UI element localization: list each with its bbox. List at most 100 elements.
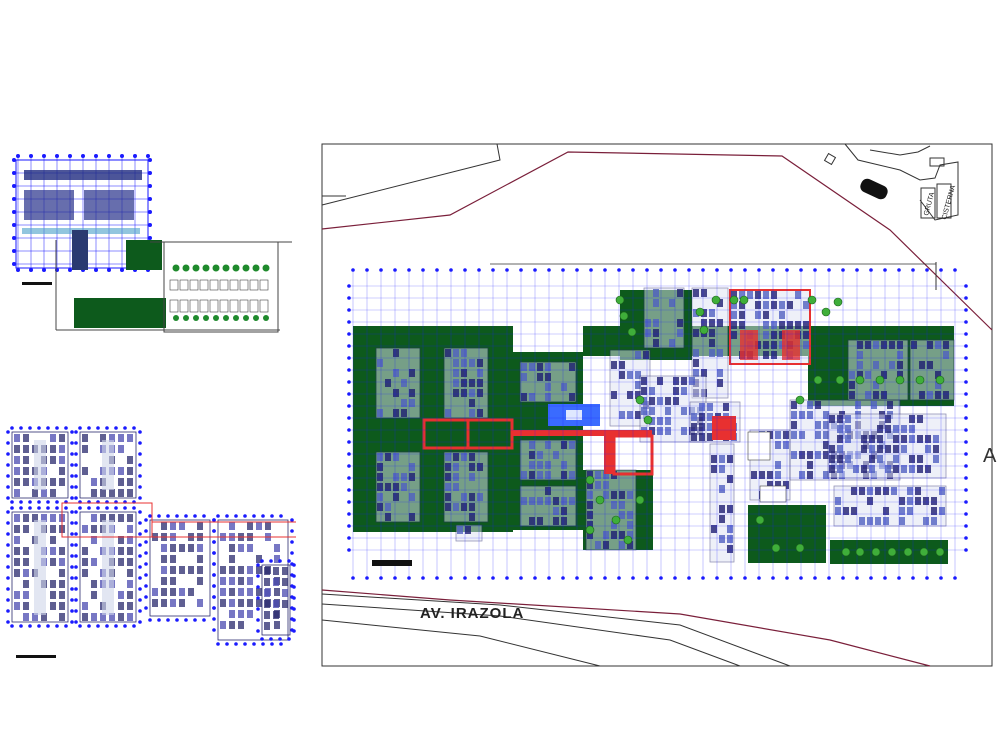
room-cell — [238, 577, 244, 585]
grid-bubble — [347, 344, 351, 348]
room-cell — [529, 517, 535, 525]
room-cell — [915, 497, 921, 505]
room-cell — [657, 377, 663, 385]
grid-bubble — [687, 268, 691, 272]
room-cell — [469, 409, 475, 417]
room-cell — [877, 425, 883, 433]
grid-bubble — [964, 308, 968, 312]
room-cell — [127, 456, 133, 464]
grid-bubble — [939, 268, 943, 272]
grid-bubble — [589, 268, 593, 272]
room-cell — [238, 588, 244, 596]
grid-bubble — [212, 584, 216, 588]
room-cell — [282, 567, 288, 575]
room-cell — [829, 465, 835, 473]
room-cell — [59, 467, 65, 475]
grid-bubble — [449, 268, 453, 272]
room-cell — [677, 329, 683, 337]
grid-bubble — [70, 521, 74, 525]
room-cell — [727, 545, 733, 553]
room-cell — [170, 599, 176, 607]
parking-stall — [239, 279, 249, 291]
room-cell — [265, 522, 271, 530]
room-cell — [401, 399, 407, 407]
room-cell — [787, 301, 793, 309]
small-structure — [929, 157, 945, 167]
room-cell — [14, 456, 20, 464]
room-cell — [247, 599, 253, 607]
grid-bubble — [799, 268, 803, 272]
room-cell — [845, 415, 851, 423]
grid-bubble — [351, 576, 355, 580]
room-cell — [779, 301, 785, 309]
room-cell — [861, 465, 867, 473]
grid-bubble — [146, 154, 150, 158]
room-cell — [933, 455, 939, 463]
room-cell — [238, 544, 244, 552]
room-cell — [627, 371, 633, 379]
room-cell — [264, 600, 270, 608]
room-cell — [41, 489, 47, 497]
room-cell — [561, 383, 567, 391]
room-cell — [807, 471, 813, 479]
room-cell — [118, 602, 124, 610]
grid-bubble — [144, 606, 148, 610]
room-cell — [701, 369, 707, 377]
room-cell — [635, 381, 641, 389]
grid-bubble — [193, 514, 197, 518]
room-cell — [50, 591, 56, 599]
room-cell — [461, 359, 467, 367]
room-cell — [837, 455, 843, 463]
room-cell — [118, 613, 124, 621]
grid-bubble — [252, 514, 256, 518]
room-cell — [50, 547, 56, 555]
room-cell — [731, 301, 737, 309]
tree — [585, 475, 595, 485]
room-cell — [823, 451, 829, 459]
room-cell — [907, 487, 913, 495]
corridor — [34, 440, 46, 490]
room-cell — [100, 613, 106, 621]
room-cell — [653, 329, 659, 337]
building-block — [24, 190, 74, 220]
grid-bubble — [55, 500, 59, 504]
grid-bubble — [105, 426, 109, 430]
grid-bubble — [290, 529, 294, 533]
grid-bubble — [74, 496, 78, 500]
room-cell — [727, 505, 733, 513]
grid-bubble — [212, 606, 216, 610]
parking-stall — [239, 299, 249, 313]
grid-bubble — [123, 624, 127, 628]
grid-bubble — [70, 620, 74, 624]
grid-bubble — [287, 559, 291, 563]
grid-bubble — [132, 624, 136, 628]
room-cell — [869, 465, 875, 473]
room-cell — [619, 531, 625, 539]
grid-bubble — [659, 268, 663, 272]
grid-bubble — [269, 559, 273, 563]
room-cell — [569, 363, 575, 371]
room-cell — [807, 461, 813, 469]
room-cell — [553, 517, 559, 525]
grid-bubble — [911, 268, 915, 272]
parking-stall — [229, 299, 239, 313]
room-cell — [727, 525, 733, 533]
room-cell — [256, 588, 262, 596]
grid-bubble — [964, 464, 968, 468]
room-cell — [545, 363, 551, 371]
room-cell — [711, 455, 717, 463]
grid-bubble — [964, 476, 968, 480]
grid-bubble — [70, 430, 74, 434]
parking-stalls — [169, 264, 270, 321]
room-cell — [767, 481, 773, 489]
room-cell — [170, 577, 176, 585]
room-cell — [939, 487, 945, 495]
room-cell — [118, 536, 124, 544]
room-cell — [220, 588, 226, 596]
tree — [172, 264, 180, 272]
tree — [875, 375, 885, 385]
room-cell — [699, 413, 705, 421]
room-cell — [619, 371, 625, 379]
room-cell — [127, 569, 133, 577]
grid-bubble — [290, 551, 294, 555]
